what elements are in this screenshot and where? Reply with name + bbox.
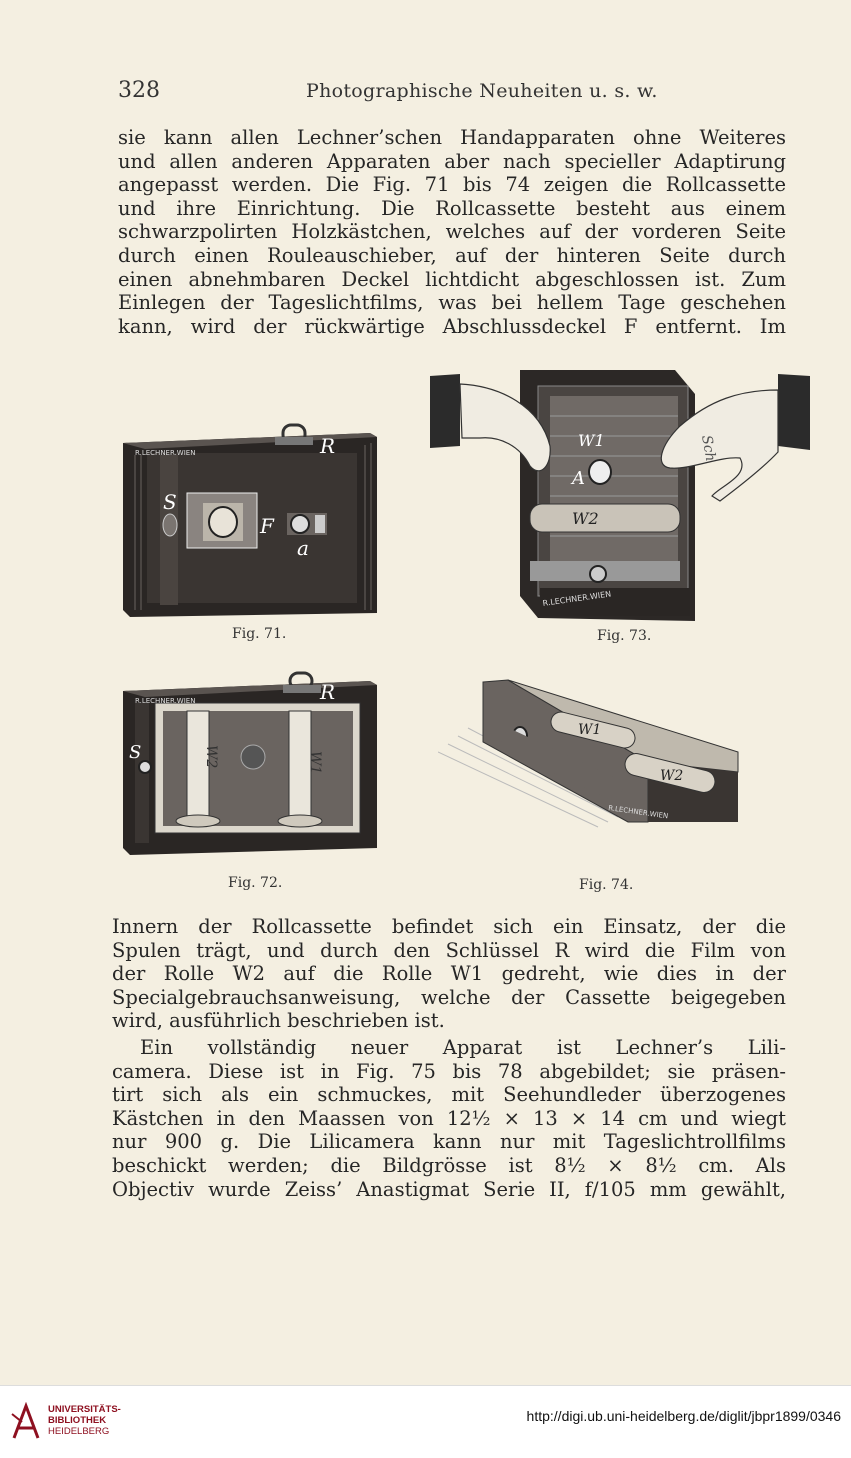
text-line: einen abnehmbaren Deckel lichtdicht abge… <box>118 267 786 291</box>
fig-72-label-w2: W2 <box>203 745 219 768</box>
text-line: wird, ausführlich beschrieben ist. <box>112 1009 445 1033</box>
fig-74-insert: R.LECHNER.WIEN W1 W2 <box>438 679 739 828</box>
text-line: camera. Diese ist in Fig. 75 bis 78 abge… <box>112 1059 786 1083</box>
fig-74-label-w2: W2 <box>660 768 683 784</box>
fig-71-label-f: F <box>259 514 275 538</box>
text-line: kann, wird der rückwärtige Abschlussdeck… <box>118 314 786 338</box>
text-line: Specialgebrauchsanweisung, welche der Ca… <box>112 985 786 1009</box>
fig-72-label-r: R <box>319 680 335 704</box>
text-line: beschickt werden; die Bildgrösse ist 8½ … <box>112 1153 786 1177</box>
fig-71-maker-label: R.LECHNER.WIEN <box>135 449 195 457</box>
text-line: Spulen trägt, und durch den Schlüssel R … <box>112 938 786 962</box>
library-name: UNIVERSITÄTS- BIBLIOTHEK HEIDELBERG <box>48 1404 121 1437</box>
fig-72-maker-label: R.LECHNER.WIEN <box>135 697 195 705</box>
running-header: 328 Photographische Neuheiten u. s. w. <box>118 78 788 104</box>
text-line: Einlegen der Tageslichtfilms, was bei he… <box>118 291 786 315</box>
paragraph-3: Ein vollständig neuer Apparat ist Lechne… <box>112 1036 786 1201</box>
fig-73-label-w1: W1 <box>578 431 605 450</box>
library-name-line1: UNIVERSITÄTS- <box>48 1404 121 1415</box>
library-logo-icon <box>11 1402 40 1439</box>
text-line: Innern der Rollcassette befindet sich ei… <box>112 915 786 938</box>
text-line: angepasst werden. Die Fig. 71 bis 74 zei… <box>118 173 786 197</box>
text-line: durch einen Rouleauschieber, auf der hin… <box>118 243 786 267</box>
paragraph-2: Innern der Rollcassette befindet sich ei… <box>112 915 786 1033</box>
viewer-footer: UNIVERSITÄTS- BIBLIOTHEK HEIDELBERG http… <box>0 1385 851 1458</box>
fig-71-caption: Fig. 71. <box>232 626 287 642</box>
fig-74-caption: Fig. 74. <box>579 877 634 893</box>
fig-71-label-r: R <box>319 434 335 458</box>
text-line: Ein vollständig neuer Apparat ist Lechne… <box>140 1036 786 1059</box>
fig-74-label-w1: W1 <box>578 722 601 738</box>
fig-71-label-s: S <box>163 490 177 514</box>
fig-73-label-w2: W2 <box>572 509 599 528</box>
fig-72-label-w1: W1 <box>307 751 323 774</box>
fig-72-caption: Fig. 72. <box>228 875 283 891</box>
running-title: Photographische Neuheiten u. s. w. <box>306 80 658 102</box>
text-line: Objectiv wurde Zeiss’ Anastigmat Serie I… <box>112 1177 786 1201</box>
permalink-url[interactable]: http://digi.ub.uni-heidelberg.de/diglit/… <box>526 1408 841 1424</box>
text-line: Kästchen in den Maassen von 12½ × 13 × 1… <box>112 1106 786 1130</box>
fig-72-label-s: S <box>129 742 141 763</box>
text-line: und ihre Einrichtung. Die Rollcassette b… <box>118 196 786 220</box>
fig-73-label-a: A <box>570 468 585 489</box>
text-line: und allen anderen Apparaten aber nach sp… <box>118 149 786 173</box>
paragraph-1: sie kann allen Lechner’schen Handapparat… <box>118 126 786 338</box>
library-name-line2: BIBLIOTHEK <box>48 1415 107 1426</box>
fig-73-cassette-hands: R.LECHNER.WIEN W1 A W2 Sch <box>430 370 810 621</box>
library-name-line3: HEIDELBERG <box>48 1426 110 1437</box>
page-number: 328 <box>118 78 160 103</box>
fig-73-label-sch: Sch <box>698 434 718 463</box>
text-line: nur 900 g. Die Lilicamera kann nur mit T… <box>112 1130 786 1154</box>
fig-71-cassette-closed: R.LECHNER.WIEN S F R a <box>123 423 377 617</box>
text-line: tirt sich als ein schmuckes, mit Seehund… <box>112 1083 786 1107</box>
text-line: schwarzpolirten Holzkästchen, welches au… <box>118 220 786 244</box>
text-line: sie kann allen Lechner’schen Handapparat… <box>118 126 786 149</box>
text-line: der Rolle W2 auf die Rolle W1 gedreht, w… <box>112 962 786 986</box>
fig-73-caption: Fig. 73. <box>597 628 652 644</box>
fig-71-label-a: a <box>297 536 309 560</box>
fig-72-cassette-open: R.LECHNER.WIEN S R W2 W1 <box>123 671 377 855</box>
book-page: 328 Photographische Neuheiten u. s. w. s… <box>112 78 810 1201</box>
